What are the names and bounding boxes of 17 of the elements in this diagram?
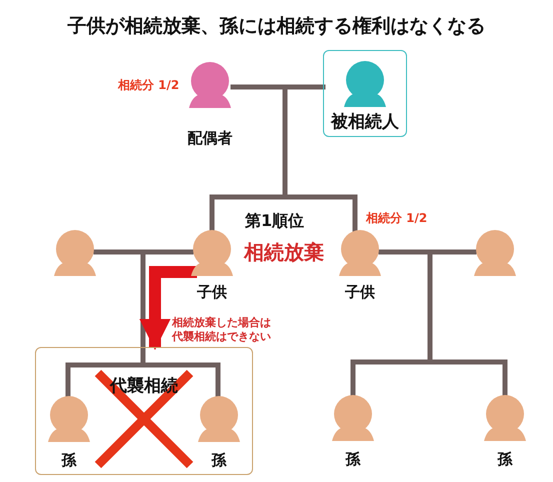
- note-text: 相続放棄した場合は代襲相続はできない: [172, 316, 272, 344]
- family-line: [149, 266, 197, 278]
- rank-label: 第1順位: [245, 211, 306, 231]
- person-label: 孫: [60, 450, 78, 470]
- title: 子供が相続放棄、孫には相続する権利はなくなる: [66, 14, 486, 38]
- group-frame: [35, 347, 253, 475]
- status-text: 相続放棄: [244, 240, 324, 264]
- person-frame: [323, 50, 407, 137]
- person-label: 孫: [344, 449, 362, 469]
- person-label: 子供: [344, 282, 376, 302]
- person-label: 配偶者: [187, 128, 233, 148]
- share-label: 相続分 1/2: [118, 78, 180, 92]
- person-label: 被相続人: [330, 112, 400, 132]
- person-label: 孫: [496, 449, 514, 469]
- person-label: 孫: [210, 450, 228, 470]
- share-label: 相続分 1/2: [366, 211, 428, 226]
- person-label: 子供: [196, 282, 228, 302]
